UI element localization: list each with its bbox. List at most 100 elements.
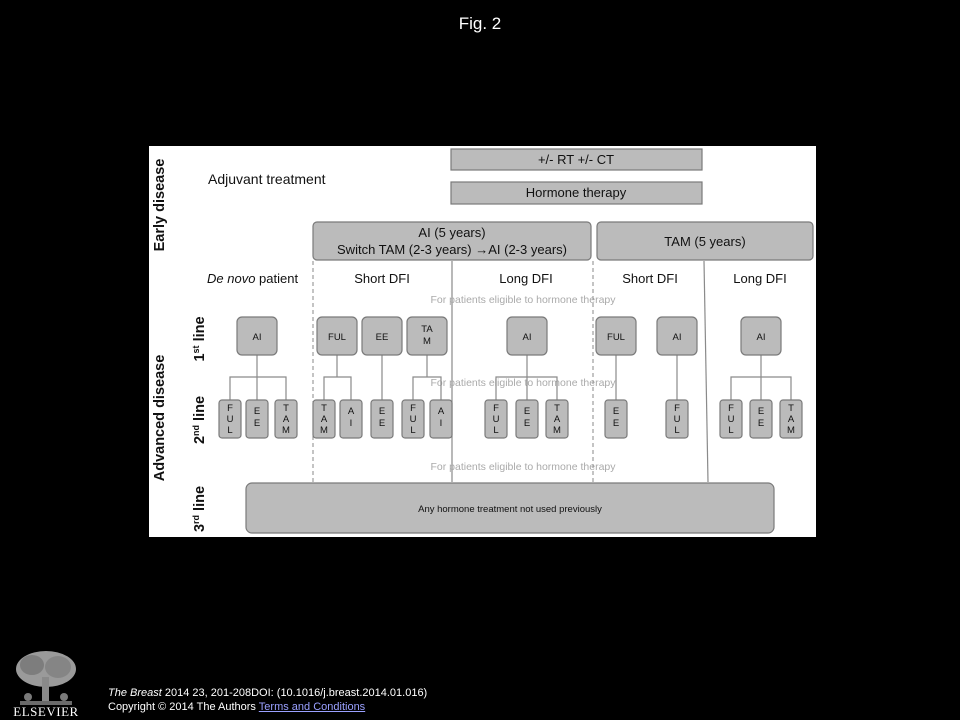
svg-text:F: F	[728, 403, 734, 414]
eligibility-note-2: For patients eligible to hormone therapy	[430, 377, 616, 389]
svg-text:L: L	[227, 425, 232, 436]
first-line-ai-tam-short: AI	[656, 316, 698, 356]
svg-text:AI: AI	[757, 332, 766, 343]
second-line-ful-denovo: F U L	[218, 399, 242, 439]
first-line-ful: FUL	[316, 316, 358, 356]
first-line-ful-tam-short: FUL	[595, 316, 637, 356]
svg-text:A: A	[554, 414, 561, 425]
first-line-tam: TA M	[406, 316, 448, 356]
svg-text:FUL: FUL	[328, 332, 346, 343]
svg-text:E: E	[524, 418, 530, 429]
third-line-box	[245, 482, 775, 534]
svg-text:L: L	[493, 425, 498, 436]
svg-text:E: E	[254, 418, 260, 429]
copyright-text: Copyright © 2014 The Authors	[108, 701, 259, 713]
copyright-line: Copyright © 2014 The Authors Terms and C…	[108, 700, 427, 714]
svg-text:U: U	[410, 414, 417, 425]
svg-text:F: F	[227, 403, 233, 414]
second-line-tam-long-ai: T A M	[545, 399, 569, 439]
short-dfi-ai-header: Short DFI	[354, 271, 410, 286]
journal-name: The Breast	[108, 687, 162, 699]
svg-text:U: U	[493, 414, 500, 425]
svg-text:AI: AI	[253, 332, 262, 343]
second-line-tam-denovo: T A M	[274, 399, 298, 439]
svg-text:A: A	[283, 414, 290, 425]
tam-adjuvant-box	[596, 221, 814, 261]
eligibility-note-1: For patients eligible to hormone therapy	[430, 294, 616, 306]
first-line-ai-tam-long: AI	[740, 316, 782, 356]
eligibility-note-3: For patients eligible to hormone therapy	[430, 461, 616, 473]
svg-text:AI: AI	[673, 332, 682, 343]
second-line-ful-after-tam: F U L	[401, 399, 425, 439]
adjuvant-treatment-label: Adjuvant treatment	[208, 171, 326, 187]
second-line-ful-short-tam: F U L	[665, 399, 689, 439]
svg-text:E: E	[613, 418, 619, 429]
terms-link[interactable]: Terms and Conditions	[258, 701, 366, 713]
figure-title: Fig. 2	[458, 14, 502, 33]
svg-text:A: A	[321, 414, 328, 425]
ai-adjuvant-text-1: AI (5 years)	[418, 225, 485, 240]
svg-text:I: I	[440, 418, 443, 429]
second-line-ee-long-ai: E E	[515, 399, 539, 439]
svg-text:A: A	[348, 406, 355, 417]
svg-text:M: M	[787, 425, 795, 436]
rt-ct-text: +/- RT +/- CT	[538, 152, 614, 167]
second-line-ai-after-ful: A I	[339, 399, 363, 439]
second-line-tam-long-tam: T A M	[779, 399, 803, 439]
svg-text:U: U	[227, 414, 234, 425]
svg-text:T: T	[321, 403, 327, 414]
publisher-name: ELSEVIER	[13, 704, 79, 719]
citation-footer: The Breast 2014 23, 201-208DOI: (10.1016…	[108, 686, 427, 714]
svg-text:F: F	[674, 403, 680, 414]
svg-text:A: A	[438, 406, 445, 417]
second-line-ee-short-tam: E E	[604, 399, 628, 439]
svg-text:E: E	[758, 406, 764, 417]
svg-text:M: M	[553, 425, 561, 436]
second-line-tam-after-ful: T A M	[312, 399, 336, 439]
ai-adjuvant-text-2: Switch TAM (2-3 years) →AI (2-3 years)	[337, 242, 567, 257]
second-line-ful-long-tam: F U L	[719, 399, 743, 439]
svg-text:E: E	[379, 406, 385, 417]
svg-text:L: L	[674, 425, 679, 436]
short-dfi-tam-header: Short DFI	[622, 271, 678, 286]
early-disease-label: Early disease	[152, 159, 168, 252]
svg-text:F: F	[493, 403, 499, 414]
elsevier-tree-logo-icon	[10, 647, 82, 711]
citation-details: 2014 23, 201-208DOI: (10.1016/j.breast.2…	[161, 687, 428, 699]
svg-text:E: E	[524, 406, 530, 417]
citation-line: The Breast 2014 23, 201-208DOI: (10.1016…	[108, 686, 427, 700]
svg-text:U: U	[674, 414, 681, 425]
connectors	[229, 355, 792, 400]
divider-tam-solid	[703, 260, 709, 483]
second-line-ee-denovo: E E	[245, 399, 269, 439]
second-line-ful-long-ai: F U L	[484, 399, 508, 439]
svg-text:F: F	[410, 403, 416, 414]
svg-text:E: E	[254, 406, 260, 417]
long-dfi-ai-header: Long DFI	[499, 271, 552, 286]
second-line-ee-long-tam: E E	[749, 399, 773, 439]
first-line-ai-denovo: AI	[236, 316, 278, 356]
tam-adjuvant-text: TAM (5 years)	[664, 234, 745, 249]
svg-text:E: E	[613, 406, 619, 417]
svg-text:M: M	[282, 425, 290, 436]
svg-text:L: L	[728, 425, 733, 436]
second-line-ee-after-ee: E E	[370, 399, 394, 439]
svg-text:T: T	[554, 403, 560, 414]
svg-text:E: E	[758, 418, 764, 429]
svg-text:M: M	[320, 425, 328, 436]
third-line-label: 3rd line	[191, 486, 208, 532]
svg-text:U: U	[728, 414, 735, 425]
rt-ct-box	[450, 148, 703, 171]
svg-text:E: E	[379, 418, 385, 429]
svg-text:L: L	[410, 425, 415, 436]
hormone-therapy-text: Hormone therapy	[526, 185, 627, 200]
advanced-disease-label: Advanced disease	[152, 355, 168, 482]
third-line-text: Any hormone treatment not used previousl…	[418, 504, 602, 515]
ai-adjuvant-box	[312, 221, 592, 261]
svg-text:TA: TA	[421, 324, 433, 335]
first-line-ai-long: AI	[506, 316, 548, 356]
first-line-label: 1st line	[191, 316, 208, 361]
svg-text:I: I	[350, 418, 353, 429]
second-line-label: 2nd line	[191, 396, 208, 444]
svg-text:T: T	[788, 403, 794, 414]
